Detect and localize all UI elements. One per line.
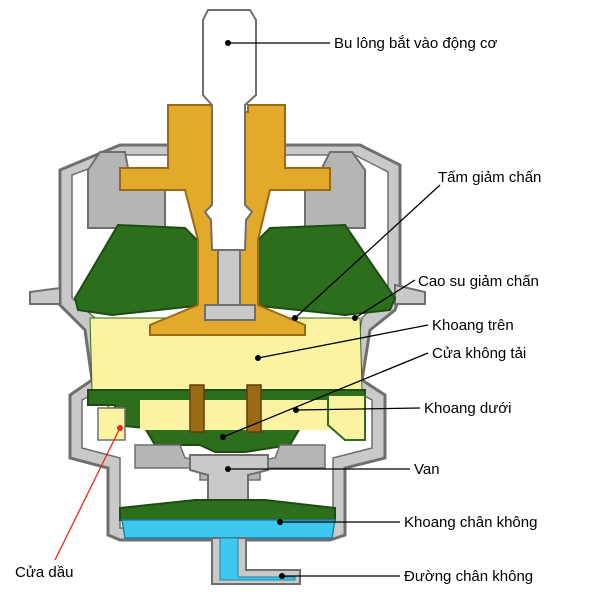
label-bolt: Bu lông bắt vào động cơ [334,35,497,52]
label-vacuum-line: Đường chân không [404,568,533,585]
label-upper-chamber: Khoang trên [432,317,514,334]
leader-vacuum-line [279,573,400,579]
valve-block-left [189,384,205,433]
vacuum-diaphragm [119,499,336,521]
label-vacuum-chamber: Khoang chân không [404,514,537,531]
label-no-load-port: Cửa không tải [432,345,526,362]
leader-upper-chamber [255,324,429,361]
vacuum-line-channel [219,537,296,581]
leader-lower-chamber [293,407,421,413]
vacuum-chamber [121,519,336,539]
plate-base [204,304,256,321]
leader-bolt [225,40,330,46]
leader-rubber [352,279,416,321]
leader-damper-plate [292,184,441,321]
label-damper-plate: Tấm giảm chấn [438,169,541,186]
label-lower-chamber: Khoang dưới [424,400,511,417]
right-pocket [327,394,366,441]
leader-no-load-port [220,352,429,440]
label-valve: Van [414,461,440,478]
leader-valve [225,466,410,472]
left-oil-pocket [97,407,126,441]
leader-oil-port [54,425,123,561]
lower-chamber-fill [140,400,330,430]
bolt-shaft [202,9,257,251]
leader-vacuum-chamber [277,519,400,525]
label-oil-port: Cửa dầu [15,564,73,581]
label-rubber: Cao su giảm chấn [418,273,539,290]
valve-block-right [246,384,262,433]
left-tab [29,286,61,305]
